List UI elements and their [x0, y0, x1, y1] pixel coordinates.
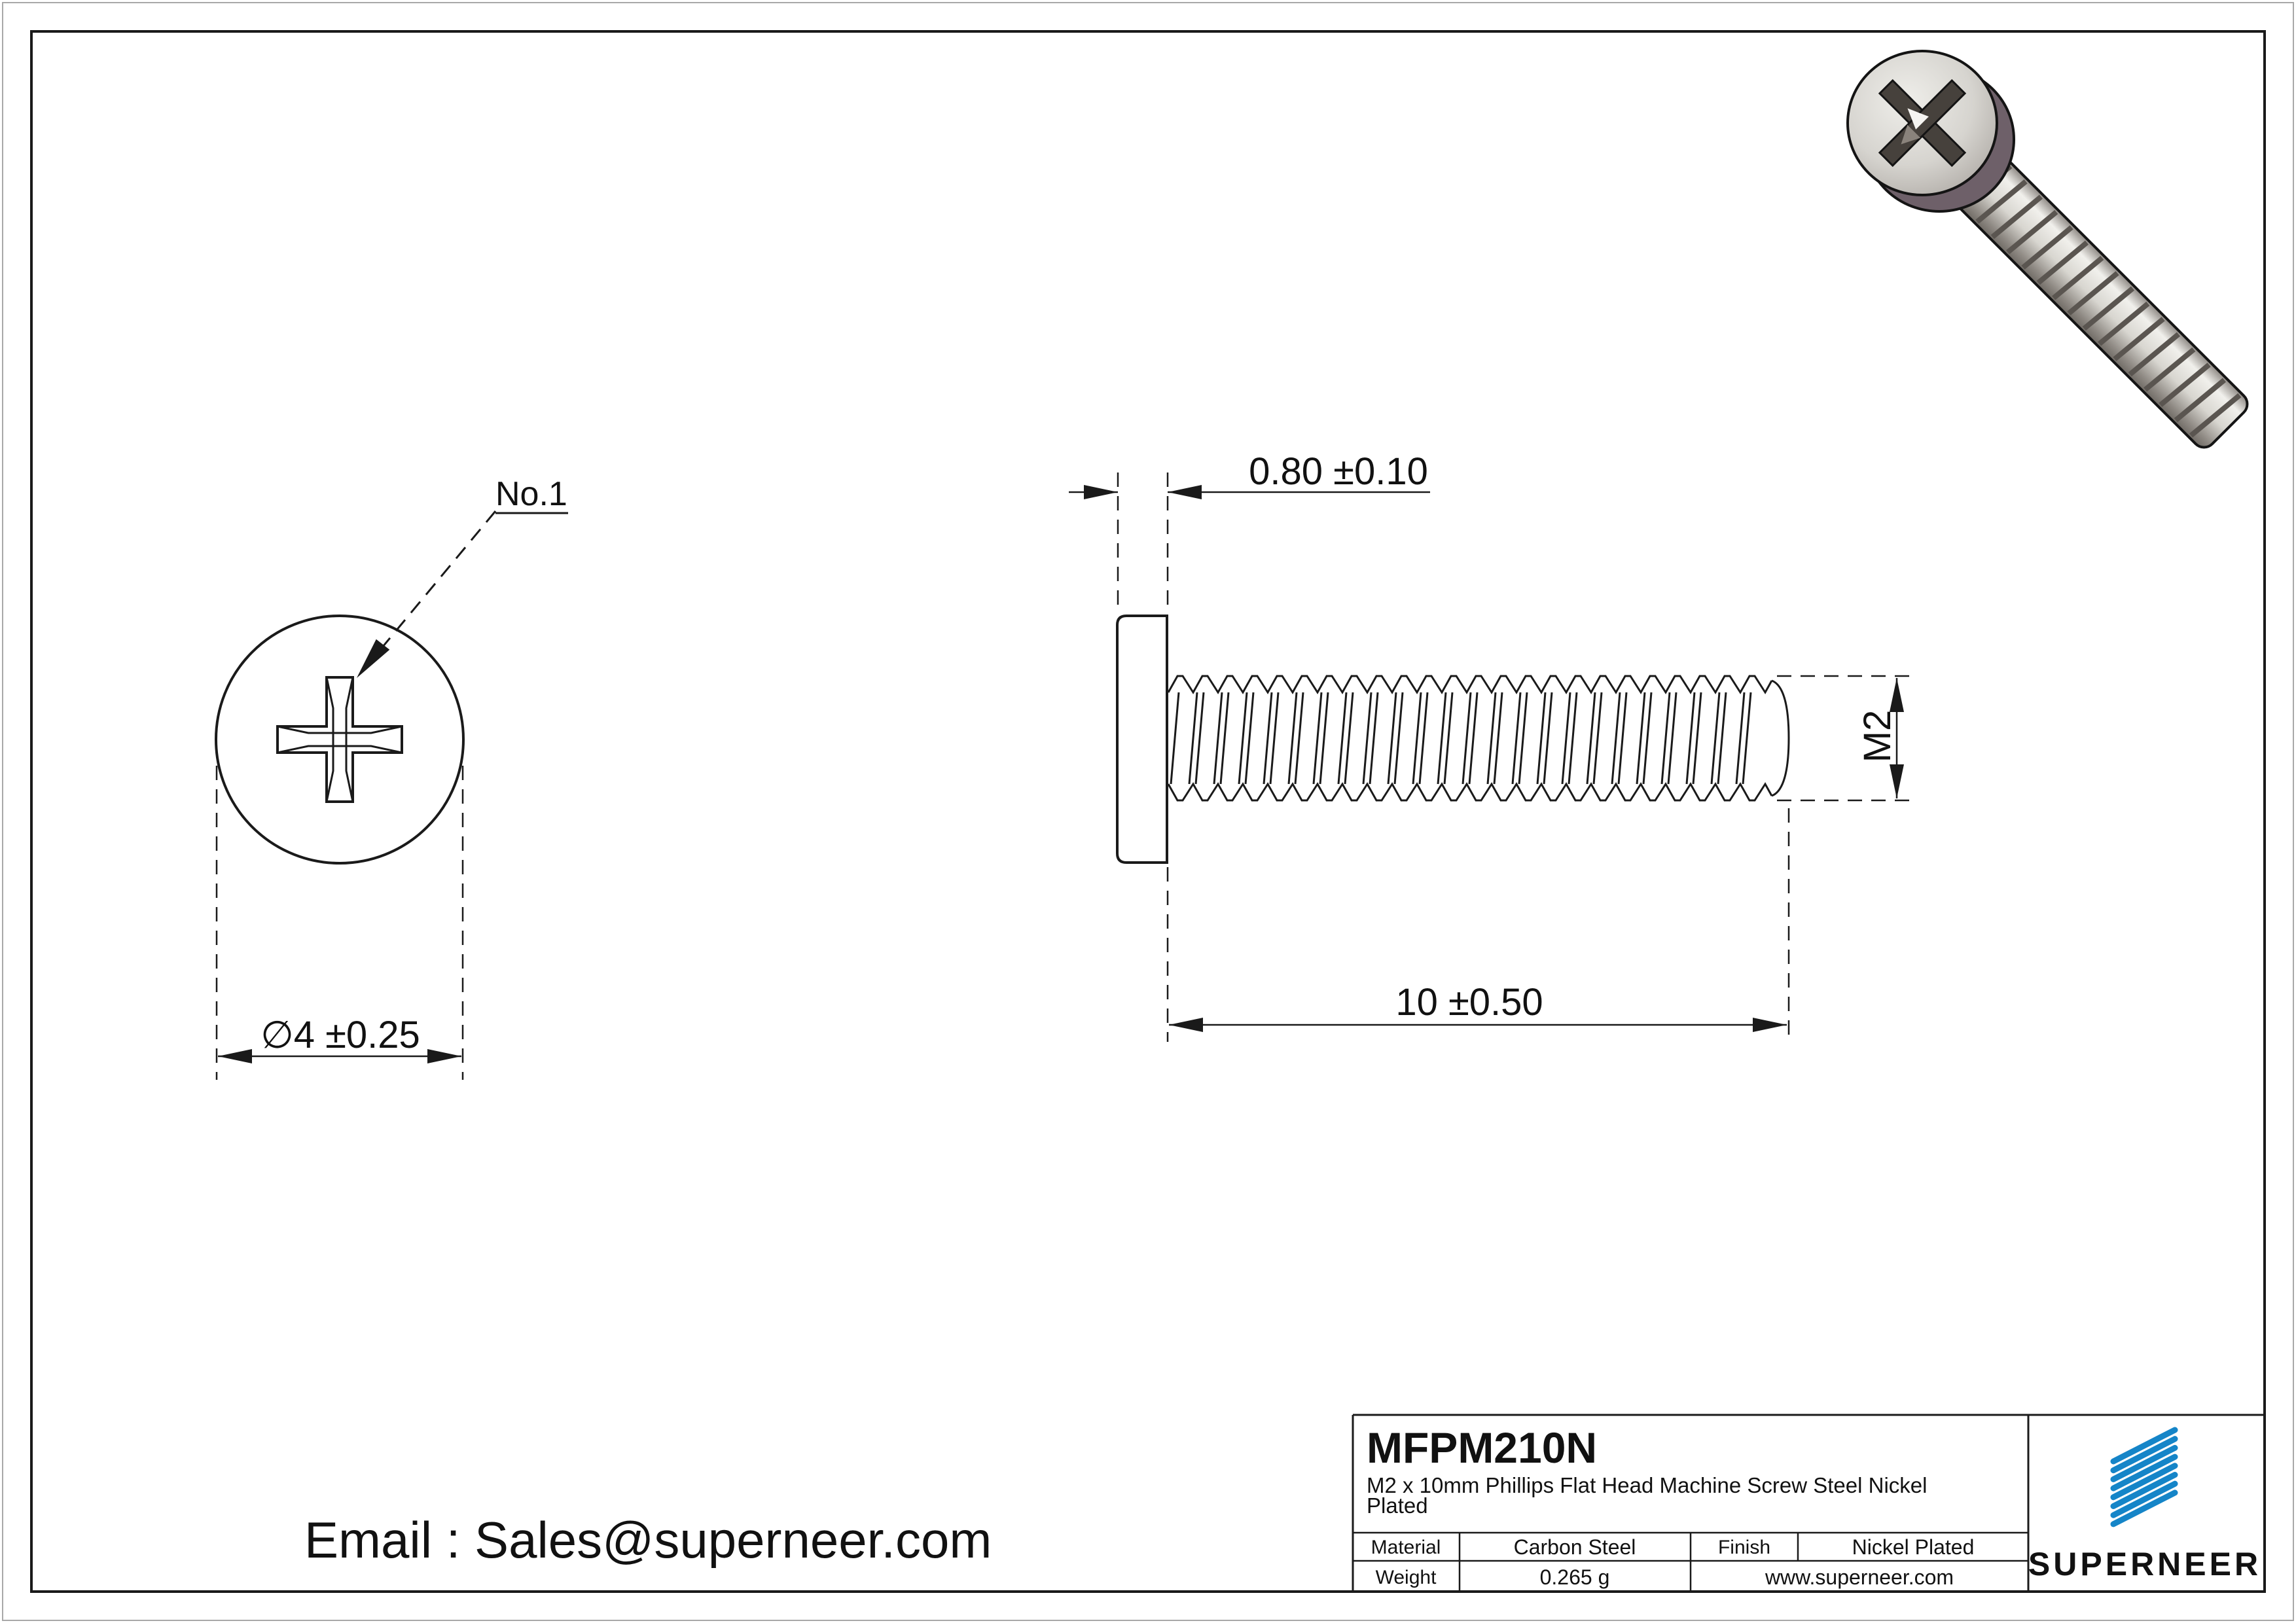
contact-email-text: Email : Sales@superneer.com — [304, 1511, 992, 1569]
side-view — [1069, 473, 1910, 1042]
head-thickness-dimension: 0.80 ±0.10 — [1249, 450, 1428, 493]
phillips-recess-icon — [276, 676, 403, 803]
head-diameter-dimension: ∅4 ±0.25 — [260, 1014, 420, 1056]
part-description-line2: Plated — [1367, 1493, 1428, 1518]
length-dimension: 10 ±0.50 — [1395, 981, 1543, 1024]
head-thickness-dimension-lines — [1069, 473, 1430, 611]
render-phillips-cross-icon — [1878, 79, 1967, 168]
part-number: MFPM210N — [1367, 1423, 1597, 1472]
brand-name: SUPERNEER — [2028, 1546, 2261, 1582]
dimension-arrowheads — [218, 485, 1904, 1063]
screw-head-profile — [1116, 615, 1168, 864]
title-block — [1352, 1414, 2265, 1592]
length-dimension-lines — [1166, 808, 1790, 1042]
weight-value: 0.265 g — [1540, 1565, 1610, 1589]
finish-label: Finish — [1718, 1537, 1770, 1558]
superneer-logo-mark-icon — [2110, 1427, 2178, 1527]
head-outline-circle — [215, 615, 465, 865]
weight-label: Weight — [1376, 1567, 1437, 1588]
drive-size-callout: No.1 — [495, 475, 567, 513]
part-description-line1: M2 x 10mm Phillips Flat Head Machine Scr… — [1367, 1473, 1927, 1497]
screw-3d-render — [1846, 50, 2249, 449]
front-view — [215, 510, 568, 1080]
material-value: Carbon Steel — [1514, 1535, 1636, 1559]
callout-leader-line — [365, 510, 497, 667]
material-label: Material — [1371, 1537, 1441, 1558]
shank-tip — [1771, 679, 1790, 797]
finish-value: Nickel Plated — [1852, 1535, 1975, 1559]
threaded-shank — [1167, 675, 1773, 802]
diameter-dimension-lines — [215, 766, 464, 1080]
drawing-frame — [30, 30, 2266, 1593]
website-link[interactable]: www.superneer.com — [1765, 1565, 1954, 1589]
thread-size-dimension: M2 — [1856, 710, 1899, 763]
